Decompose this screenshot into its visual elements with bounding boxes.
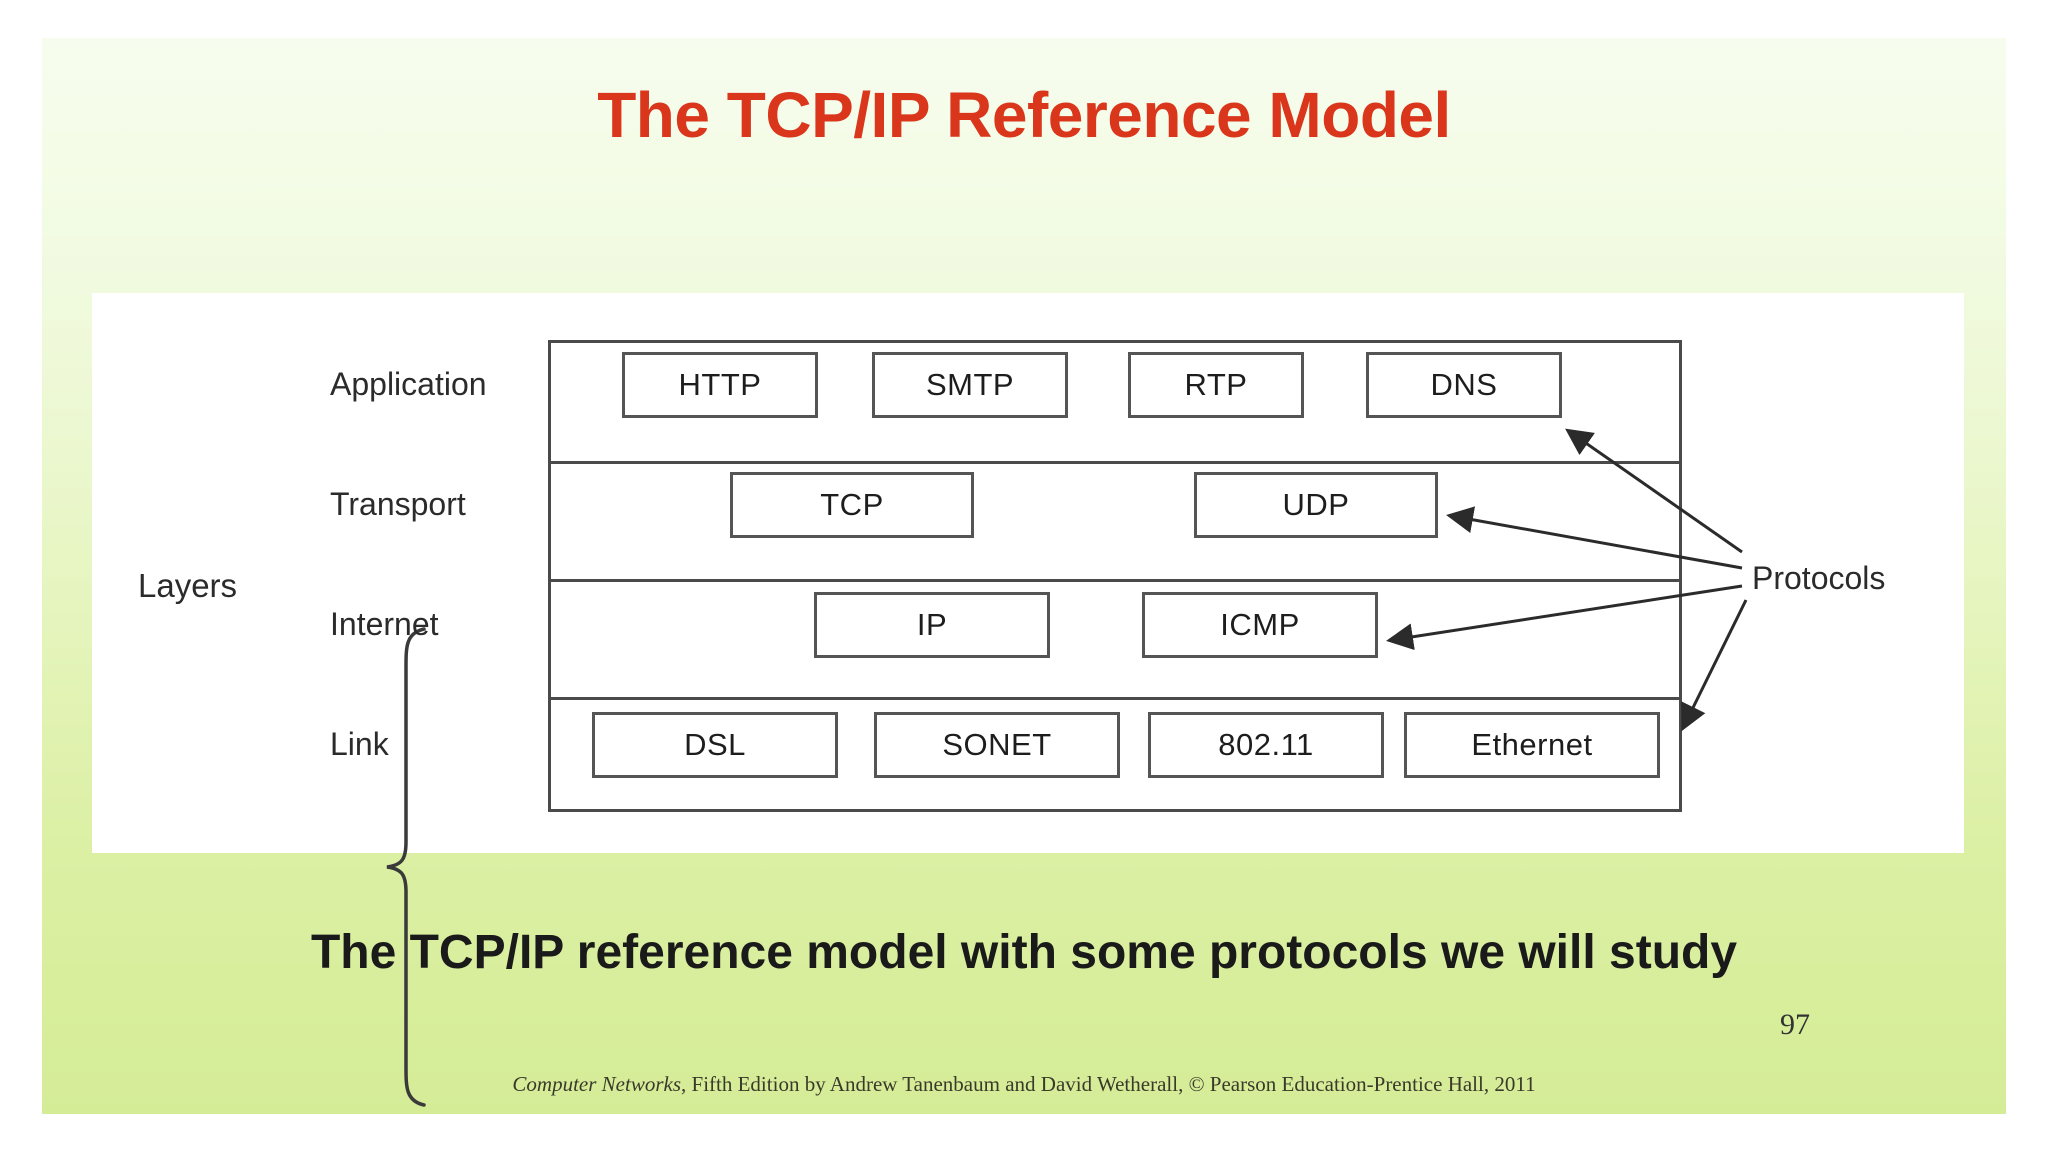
- protocols-annotation-label: Protocols: [1752, 560, 1886, 596]
- row-divider-internet-link: [551, 697, 1679, 700]
- credit-book-title: Computer Networks: [512, 1072, 682, 1096]
- protocol-box-ip[interactable]: IP: [814, 592, 1050, 658]
- row-divider-transport-internet: [551, 579, 1679, 582]
- protocol-stack-frame: [548, 340, 1682, 812]
- layers-label: Layers: [138, 567, 238, 604]
- protocol-box-802-11[interactable]: 802.11: [1148, 712, 1384, 778]
- protocol-box-smtp[interactable]: SMTP: [872, 352, 1068, 418]
- protocol-box-dns[interactable]: DNS: [1366, 352, 1562, 418]
- layer-label-application: Application: [330, 366, 487, 402]
- figure-caption: The TCP/IP reference model with some pro…: [310, 926, 1738, 979]
- layers-brace-icon: [386, 627, 426, 1107]
- credit-remainder: , Fifth Edition by Andrew Tanenbaum and …: [681, 1072, 1536, 1096]
- layer-label-transport: Transport: [330, 486, 466, 522]
- row-divider-application-transport: [551, 461, 1679, 464]
- protocol-box-udp[interactable]: UDP: [1194, 472, 1438, 538]
- layer-label-link: Link: [330, 726, 389, 762]
- tcpip-layer-diagram: [92, 293, 1964, 1107]
- protocol-box-dsl[interactable]: DSL: [592, 712, 838, 778]
- protocol-box-icmp[interactable]: ICMP: [1142, 592, 1378, 658]
- protocol-box-rtp[interactable]: RTP: [1128, 352, 1304, 418]
- page-title: The TCP/IP Reference Model: [597, 79, 1451, 151]
- page-number: 97: [1780, 1008, 1810, 1041]
- protocol-box-ethernet[interactable]: Ethernet: [1404, 712, 1660, 778]
- protocol-box-sonet[interactable]: SONET: [874, 712, 1120, 778]
- protocol-box-tcp[interactable]: TCP: [730, 472, 974, 538]
- layer-label-internet: Internet: [330, 606, 439, 642]
- protocol-box-http[interactable]: HTTP: [622, 352, 818, 418]
- credit-line: Computer Networks, Fifth Edition by Andr…: [42, 1072, 2006, 1097]
